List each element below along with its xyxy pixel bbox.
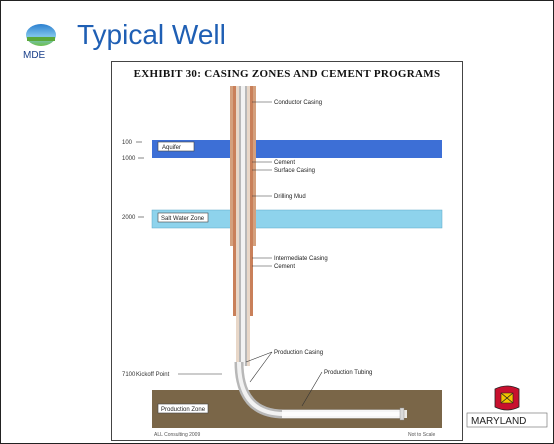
maryland-logo-text: MARYLAND <box>471 416 526 427</box>
aquifer-label-box <box>157 141 195 152</box>
callout-production-casing: Production Casing <box>274 350 323 356</box>
exhibit-title: EXHIBIT 30: CASING ZONES AND CEMENT PROG… <box>133 68 441 80</box>
callout-cement-2: Cement <box>274 264 295 270</box>
aquifer-band <box>152 140 442 158</box>
production-tubing-vertical <box>241 86 245 366</box>
callout-production-tubing: Production Tubing <box>324 370 372 376</box>
callout-surface-casing: Surface Casing <box>274 168 315 174</box>
exhibit-credit: ALL Consulting 2009 <box>154 432 200 438</box>
callout-cement-1: Cement <box>274 160 295 166</box>
kickoff-point-label: Kickoff Point <box>136 372 170 378</box>
exhibit-scale-note: Not to Scale <box>408 432 435 438</box>
depth-label-1000: 1000 <box>122 156 136 162</box>
salt-water-label: Salt Water Zone <box>161 216 205 222</box>
production-zone-label: Production Zone <box>161 407 206 413</box>
callout-intermediate-casing: Intermediate Casing <box>274 256 328 262</box>
callout-drilling-mud: Drilling Mud <box>274 194 306 200</box>
mde-logo: MDE <box>23 24 56 61</box>
horizontal-lateral <box>282 410 407 418</box>
mde-logo-text: MDE <box>23 50 46 61</box>
well-diagram: EXHIBIT 30: CASING ZONES AND CEMENT PROG… <box>111 61 463 441</box>
callout-conductor-casing: Conductor Casing <box>274 100 322 106</box>
maryland-logo: MARYLAND <box>466 385 548 428</box>
slide-title: Typical Well <box>77 19 226 50</box>
depth-label-2000: 2000 <box>122 215 136 221</box>
production-zone-label-box <box>157 403 209 414</box>
well-diagram-svg: Aquifer Salt Water Zone Production Zone … <box>122 86 443 438</box>
depth-label-100: 100 <box>122 140 133 146</box>
salt-water-band <box>151 209 443 229</box>
aquifer-label: Aquifer <box>162 145 181 151</box>
lateral-end <box>399 407 405 421</box>
depth-label-7100: 7100 <box>122 372 136 378</box>
salt-water-label-box <box>157 212 209 223</box>
